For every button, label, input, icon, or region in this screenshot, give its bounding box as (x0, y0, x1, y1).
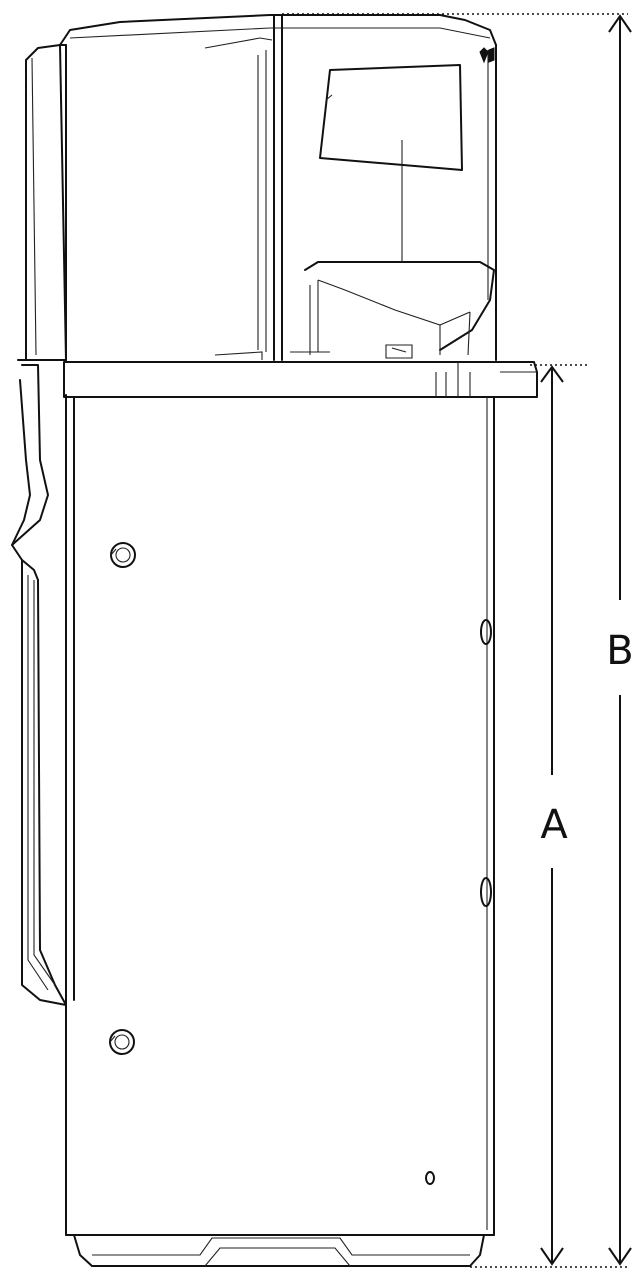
front-handle-panel (11, 364, 67, 1006)
front-housing (11, 44, 67, 1006)
dimension-b: B (282, 13, 634, 1268)
top-cover (59, 14, 497, 46)
top-unit (59, 14, 497, 361)
dimension-b-label: B (606, 628, 633, 674)
bracket (385, 344, 413, 359)
air-duct (304, 261, 495, 351)
tank-body (63, 361, 538, 1267)
collar-plate (63, 361, 538, 398)
dimension-a-top-arrow (540, 365, 564, 383)
dimension-a-bottom-arrow (540, 1247, 564, 1266)
right-fitting-lower (480, 877, 492, 907)
tank-base (73, 1234, 485, 1267)
dimension-b-top-arrow (608, 14, 632, 33)
display-panel (319, 64, 463, 171)
lower-fitting (109, 1029, 135, 1055)
dimension-a-label: A (540, 802, 568, 848)
drain-hole (425, 1171, 435, 1185)
dimension-b-bottom-arrow (608, 1247, 632, 1266)
upper-fitting (110, 542, 136, 568)
right-fitting-upper (480, 619, 492, 645)
top-right-fan-icon (479, 47, 495, 64)
dimension-a: A (530, 364, 590, 1266)
